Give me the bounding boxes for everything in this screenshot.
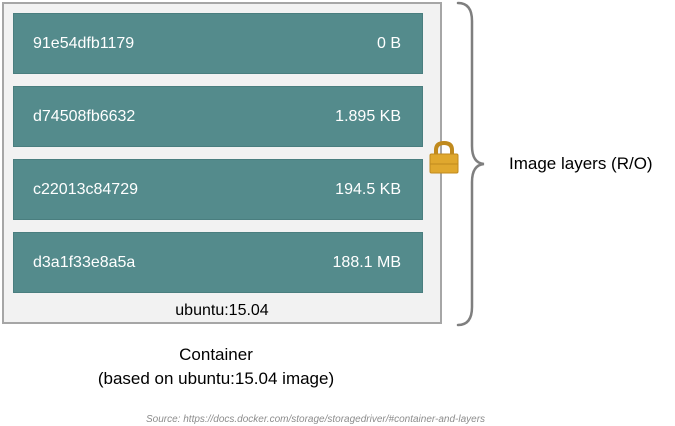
image-layer: d74508fb6632 1.895 KB bbox=[13, 86, 423, 147]
curly-brace bbox=[456, 1, 485, 327]
layer-id: d74508fb6632 bbox=[33, 108, 136, 125]
layer-size: 1.895 KB bbox=[335, 108, 401, 125]
image-layer: 91e54dfb1179 0 B bbox=[13, 13, 423, 74]
image-layer: c22013c84729 194.5 KB bbox=[13, 159, 423, 220]
layer-size: 188.1 MB bbox=[332, 254, 401, 271]
image-layers-label: Image layers (R/O) bbox=[509, 154, 653, 173]
source-caption: Source: https://docs.docker.com/storage/… bbox=[146, 414, 486, 425]
padlock-icon bbox=[429, 140, 459, 174]
layer-id: c22013c84729 bbox=[33, 181, 138, 198]
image-box: 91e54dfb1179 0 B d74508fb6632 1.895 KB c… bbox=[2, 2, 442, 324]
image-layer: d3a1f33e8a5a 188.1 MB bbox=[13, 232, 423, 293]
layer-size: 194.5 KB bbox=[335, 181, 401, 198]
image-name: ubuntu:15.04 bbox=[175, 302, 269, 319]
layer-id: d3a1f33e8a5a bbox=[33, 254, 136, 271]
container-title: Container bbox=[179, 345, 253, 364]
layer-size: 0 B bbox=[376, 35, 401, 52]
layer-id: 91e54dfb1179 bbox=[33, 35, 135, 52]
container-subtitle: (based on ubuntu:15.04 image) bbox=[97, 369, 335, 388]
